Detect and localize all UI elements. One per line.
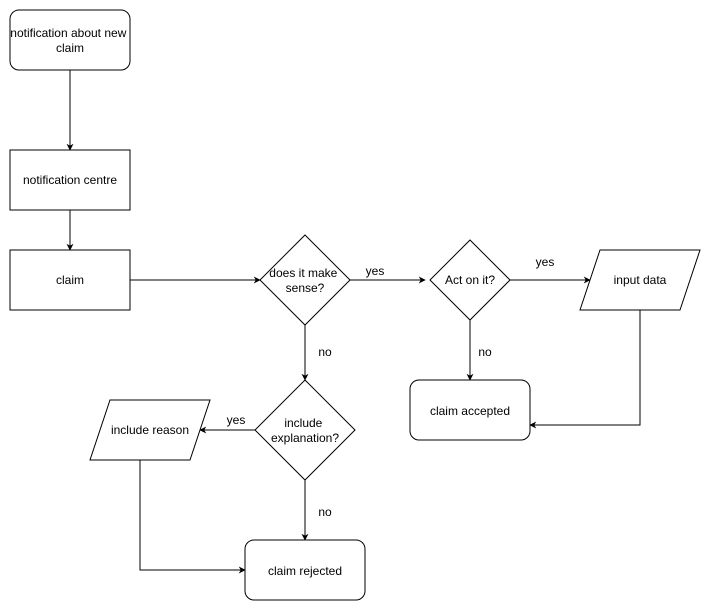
node-act-on-it-decision: Act on it? [429, 239, 511, 321]
node-include-reason-label: include reason [111, 423, 189, 437]
node-notification-new-claim: notification about new claim [9, 9, 131, 71]
svg-text:include explanation?: include explanation? [271, 416, 339, 445]
edge-label-expl-no: no [318, 505, 332, 519]
edge-label-act-no: no [478, 345, 492, 359]
node-claim-accepted: claim accepted [409, 379, 531, 441]
edge-input-to-accepted [529, 310, 641, 429]
node-input-data: input data [579, 249, 701, 311]
node-claim-accepted-label: claim accepted [430, 404, 510, 418]
node-include-explanation-line2: explanation? [271, 431, 339, 445]
edge-label-sense-yes: yes [366, 264, 385, 278]
node-makes-sense-line1: does it make [269, 266, 337, 280]
node-include-explanation-decision: include explanation? [254, 379, 356, 481]
node-claim-label: claim [56, 273, 84, 287]
edge-label-expl-yes: yes [227, 413, 246, 427]
node-include-reason: include reason [89, 399, 211, 461]
node-makes-sense-line2: sense? [286, 281, 325, 295]
node-claim-rejected: claim rejected [244, 539, 366, 601]
node-notification-new-claim-line1: notification about new [10, 26, 126, 40]
node-makes-sense-decision: does it make sense? [259, 234, 351, 326]
node-claim-rejected-label: claim rejected [268, 564, 342, 578]
node-notification-new-claim-line2: claim [56, 41, 84, 55]
svg-text:notification about new c: notification about new claim [10, 26, 129, 55]
node-act-on-it-label: Act on it? [445, 273, 495, 287]
node-input-data-label: input data [614, 273, 667, 287]
node-claim: claim [9, 249, 131, 311]
edge-label-act-yes: yes [536, 255, 555, 269]
node-notification-centre: notification centre [9, 149, 131, 211]
edge-reason-to-rejected [139, 460, 246, 574]
svg-text:does it make sense?: does it make sense? [269, 266, 340, 295]
node-include-explanation-line1: include [284, 416, 322, 430]
node-notification-centre-label: notification centre [23, 173, 117, 187]
edge-label-sense-no: no [318, 345, 332, 359]
